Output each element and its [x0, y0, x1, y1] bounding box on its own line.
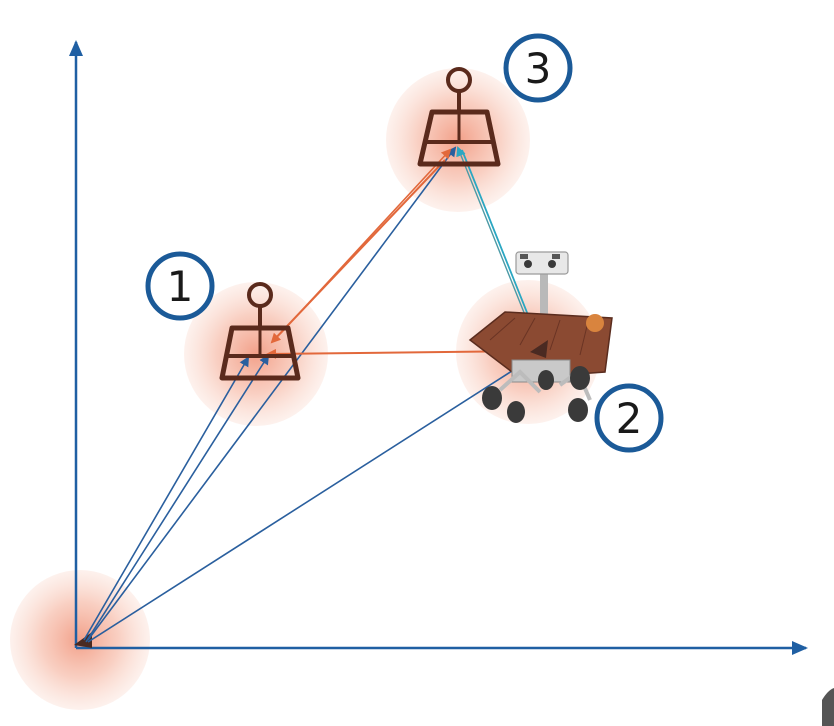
origin-marker-icon: [74, 632, 92, 648]
rover-pose-marker-icon: [530, 340, 548, 358]
origin-uncertainty-glow: [10, 570, 150, 710]
label-1-text: 1: [167, 262, 194, 311]
landmark-3-icon: [417, 67, 501, 167]
label-3-text: 3: [525, 44, 552, 93]
label-2-text: 2: [616, 394, 643, 443]
origin-to-rover-vector: [87, 360, 528, 643]
origin-to-landmark-1-vector: [83, 356, 250, 641]
origin-to-landmark-1-vector-2: [85, 354, 270, 643]
label-3-badge: 3: [503, 33, 573, 103]
landmark-1-to-landmark-3-measurement: [279, 148, 452, 335]
landmark-1-icon: [219, 282, 301, 381]
label-1-badge: 1: [145, 251, 215, 321]
corner-shadow-shape: [822, 688, 834, 726]
label-2-badge: 2: [594, 383, 664, 453]
origin-to-landmark-3-vector: [87, 146, 457, 641]
rover-to-landmark-3-link: [456, 146, 536, 341]
